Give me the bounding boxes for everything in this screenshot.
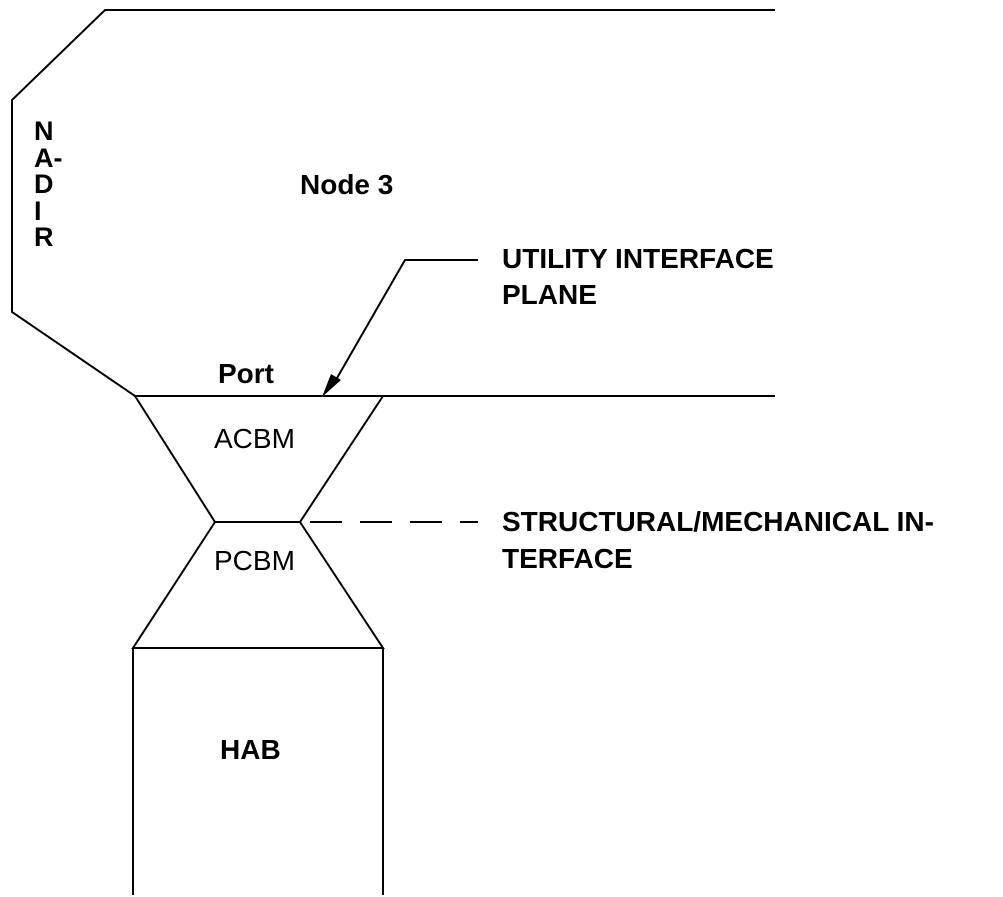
utility-interface-leader xyxy=(332,259,478,386)
utility-interface-label-line1: UTILITY INTERFACE xyxy=(502,243,774,274)
structural-interface-label-line2: TERFACE xyxy=(502,543,633,574)
node-3-outline xyxy=(11,9,775,397)
nadir-letter: N xyxy=(34,116,54,146)
port-label: Port xyxy=(218,358,274,389)
nadir-label: N A- D I R xyxy=(34,118,74,251)
utility-interface-arrowhead xyxy=(322,374,341,397)
nadir-letter: D xyxy=(34,169,54,199)
utility-interface-label-line2: PLANE xyxy=(502,279,597,310)
pcbm-label: PCBM xyxy=(214,545,295,576)
hab-label: HAB xyxy=(220,734,281,765)
nadir-letter: A- xyxy=(34,142,63,173)
nadir-letter: I xyxy=(34,195,42,226)
pcbm-outline xyxy=(131,521,385,649)
node-3-label: Node 3 xyxy=(300,169,394,200)
structural-interface-label-line1: STRUCTURAL/MECHANICAL IN- xyxy=(502,506,934,537)
nadir-letter: R xyxy=(34,222,54,252)
acbm-outline xyxy=(134,395,384,523)
acbm-label: ACBM xyxy=(214,423,295,454)
